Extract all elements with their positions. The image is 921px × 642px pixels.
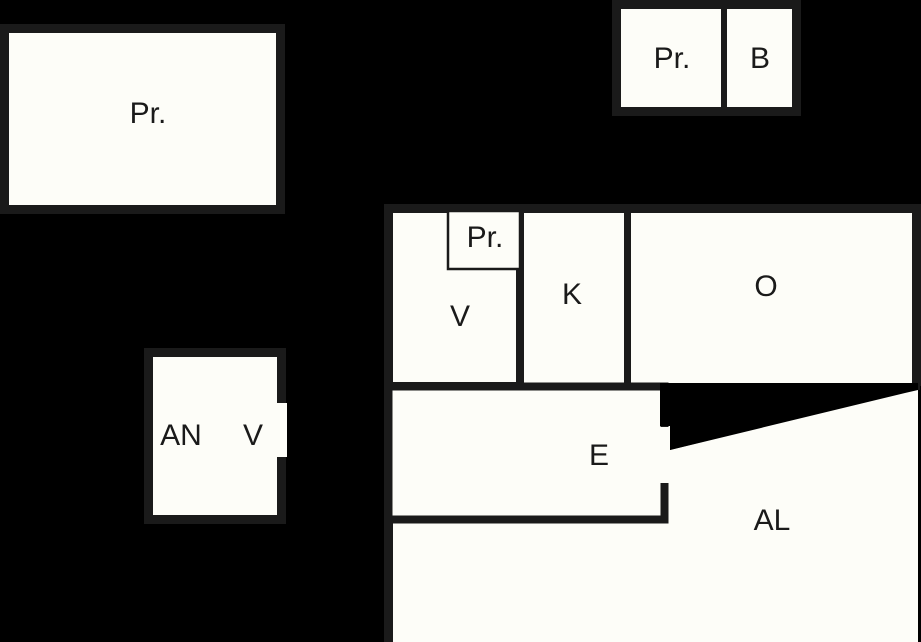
room-main-e-label: E xyxy=(589,439,609,472)
room-top-left-shape xyxy=(0,24,285,214)
building-main: Pr. V K O E AL xyxy=(384,204,921,642)
room-top-left-label: Pr. xyxy=(130,97,167,130)
room-main-e-door-gap xyxy=(659,427,671,483)
building-an-v-shape xyxy=(144,348,286,524)
room-main-k-label: K xyxy=(562,278,582,311)
room-top-right-right-label: B xyxy=(750,42,770,75)
room-main-pr-label: Pr. xyxy=(467,221,504,254)
room-top-left: Pr. xyxy=(0,24,285,214)
building-an-v-door-gap xyxy=(272,403,287,457)
building-an-v: AN V xyxy=(144,348,287,524)
building-top-right-shape xyxy=(612,0,801,116)
room-main-al-label: AL xyxy=(754,504,791,537)
room-main-v-label: V xyxy=(450,300,470,333)
room-main-e-shape xyxy=(384,382,669,524)
room-v-small-label: V xyxy=(243,419,263,452)
courtyard-dark-wedge xyxy=(670,391,900,450)
room-top-right-left-label: Pr. xyxy=(654,42,691,75)
room-an-label: AN xyxy=(160,419,202,452)
room-main-o-shape xyxy=(624,205,920,390)
room-main-pr-shape xyxy=(446,209,522,271)
building-top-right: Pr. B xyxy=(612,0,801,116)
room-main-o-label: O xyxy=(754,270,777,303)
